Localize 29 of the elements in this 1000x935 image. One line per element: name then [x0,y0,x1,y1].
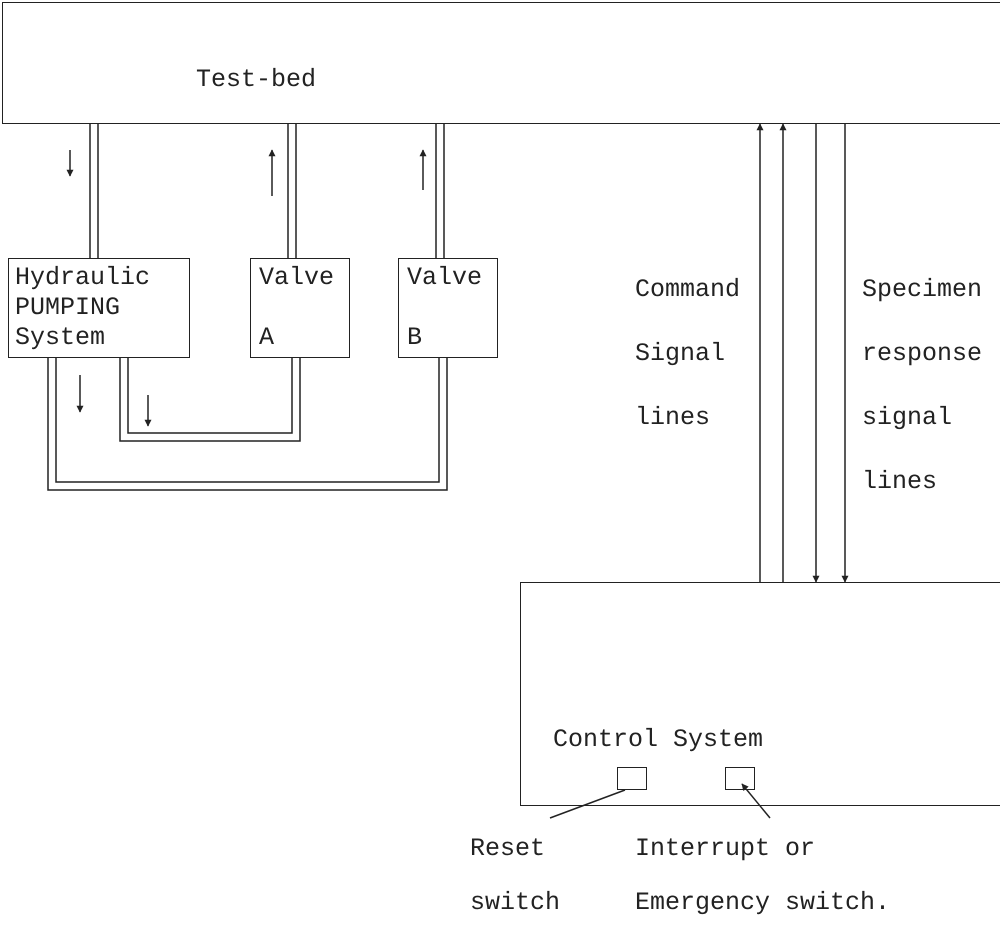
signal-line [780,123,786,582]
pipe [119,357,301,442]
node-label: Test-bed [196,65,318,95]
switch-box [724,766,754,790]
annotation-text: Reset switch [470,833,560,919]
pipe [89,123,99,259]
component-box [8,258,190,358]
pipe [287,123,297,259]
node-label: Valve [407,263,484,293]
leader-line [741,783,771,818]
leader-line [550,789,626,819]
pipe [47,357,448,491]
node-label: A [259,323,276,353]
component-box [250,258,350,358]
signal-label: Command Signal lines [635,274,742,434]
node-label: Control System [553,725,764,755]
signal-label: Specimen response signal lines [862,274,984,498]
component-box [398,258,498,358]
node-label: B [407,323,424,353]
component-box [2,2,1000,124]
signal-line [756,123,764,582]
node-label: Hydraulic PUMPING System [15,263,152,353]
annotation-text: Interrupt or Emergency switch. [635,833,892,919]
pipe [435,123,445,259]
component-box [520,582,1000,806]
switch-box [616,766,646,790]
node-label: Valve [259,263,336,293]
signal-line [842,124,848,583]
signal-line [812,124,820,583]
